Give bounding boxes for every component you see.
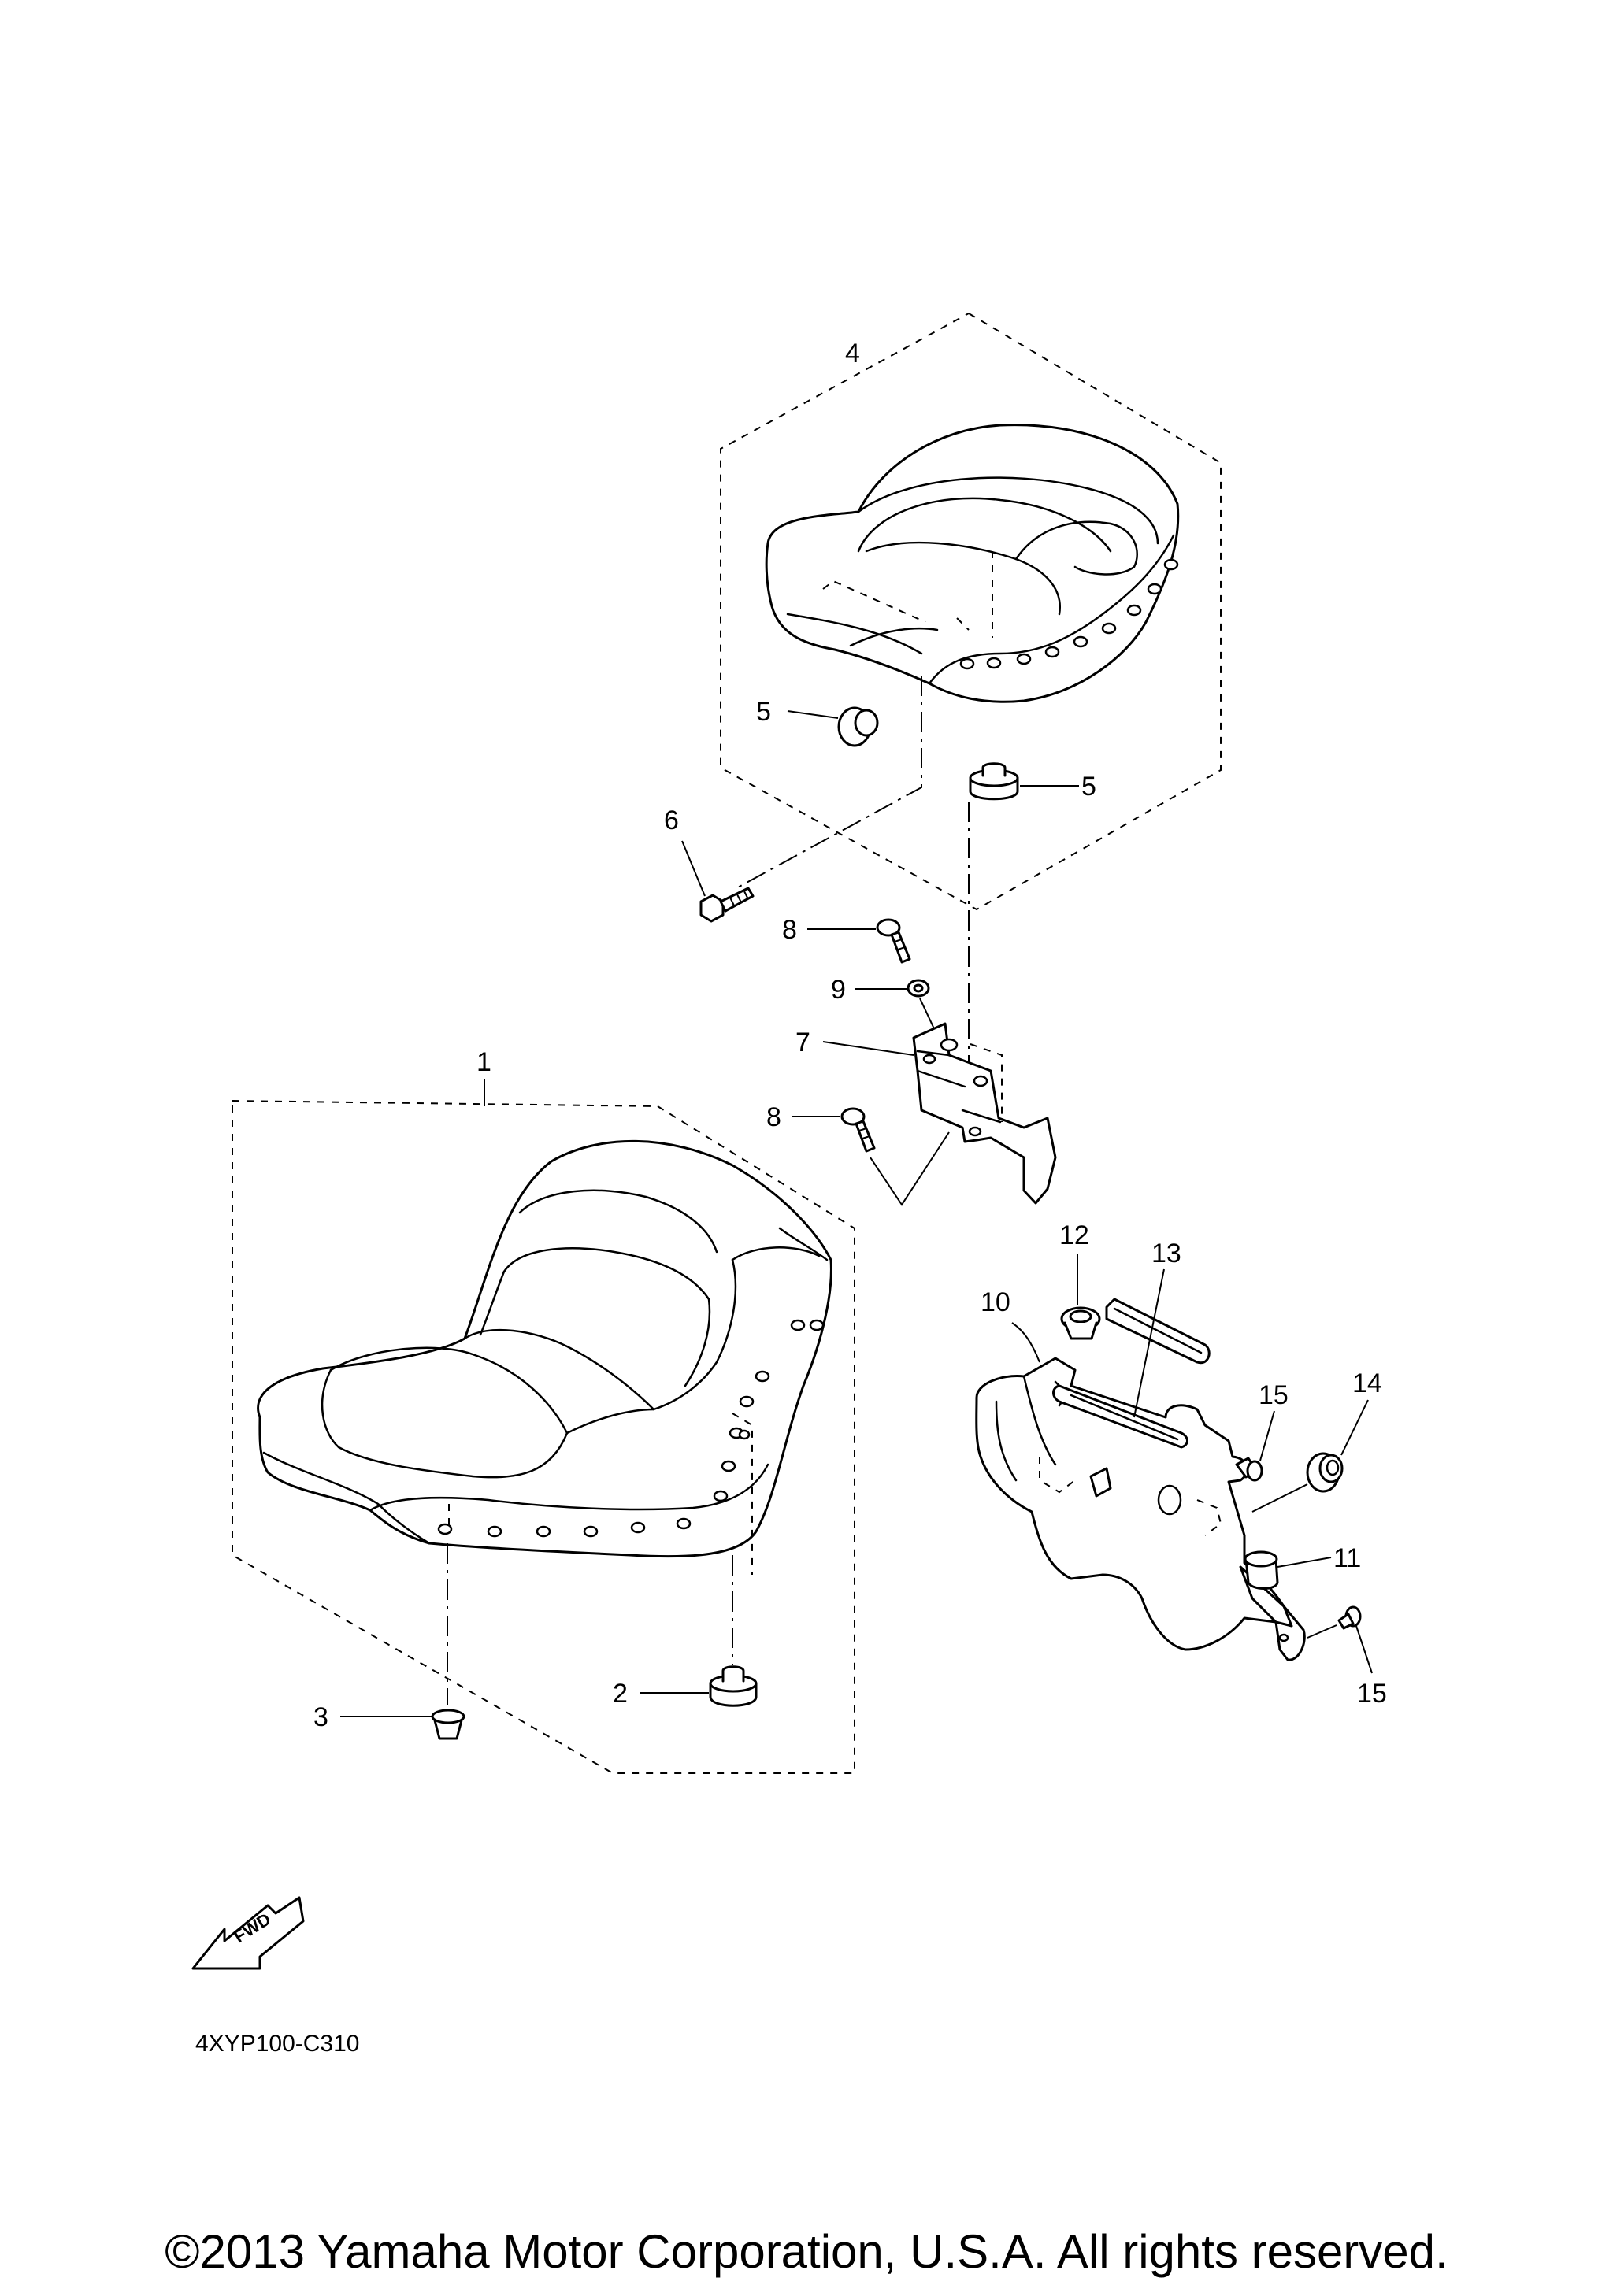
callout-9: 9 [831,975,846,1005]
passenger-seat-boundary [720,312,1222,911]
callout-15a: 15 [1259,1380,1289,1410]
bolt-8-upper [807,918,911,964]
callout-5a: 5 [756,697,771,727]
callout-8b: 8 [766,1102,781,1132]
callout-6: 6 [664,805,679,835]
callout-8a: 8 [782,915,797,945]
callout-12: 12 [1059,1220,1089,1250]
grommet-12 [1060,1254,1101,1340]
screw-15-lower [1307,1605,1373,1674]
side-cover-group [975,1254,1373,1674]
callouts: 1 2 3 4 5 5 6 7 8 8 9 10 11 12 13 14 15 … [313,339,1387,1732]
callout-5b: 5 [1081,772,1096,802]
grommet-14 [1251,1399,1369,1513]
part-code: 4XYP100-C310 [195,2031,359,2057]
copyright-notice: ©2013 Yamaha Motor Corporation, U.S.A. A… [165,2225,1448,2278]
callout-7: 7 [795,1028,810,1057]
callout-3: 3 [313,1702,328,1732]
callout-4: 4 [845,339,860,368]
passenger-seat [765,424,1180,703]
rider-seat-group [232,1079,855,1774]
callout-2: 2 [613,1679,628,1709]
rider-seat-boundary [232,1099,855,1774]
strip-13 [1105,1268,1211,1418]
bolt-8-lower [792,1107,950,1206]
damper-2 [640,1555,758,1707]
screw-15-upper [1235,1410,1275,1482]
callout-15b: 15 [1357,1679,1387,1709]
callout-13: 13 [1151,1239,1181,1268]
damper-5-left [787,706,879,747]
washer-9 [855,979,938,1036]
rider-seat [257,1139,832,1575]
bracket-7 [822,1022,1057,1205]
passenger-seat-group [720,312,1222,1118]
callout-14: 14 [1352,1368,1382,1398]
damper-5-right [969,762,1079,801]
callout-1: 1 [476,1047,491,1077]
callout-11: 11 [1333,1543,1361,1573]
cover-10 [975,1322,1306,1661]
grommet-11 [1244,1550,1332,1590]
callout-10: 10 [981,1287,1010,1317]
bolt-6 [681,840,755,923]
forward-arrow-icon: FWD [191,1896,305,1970]
grommet-3 [340,1543,465,1740]
